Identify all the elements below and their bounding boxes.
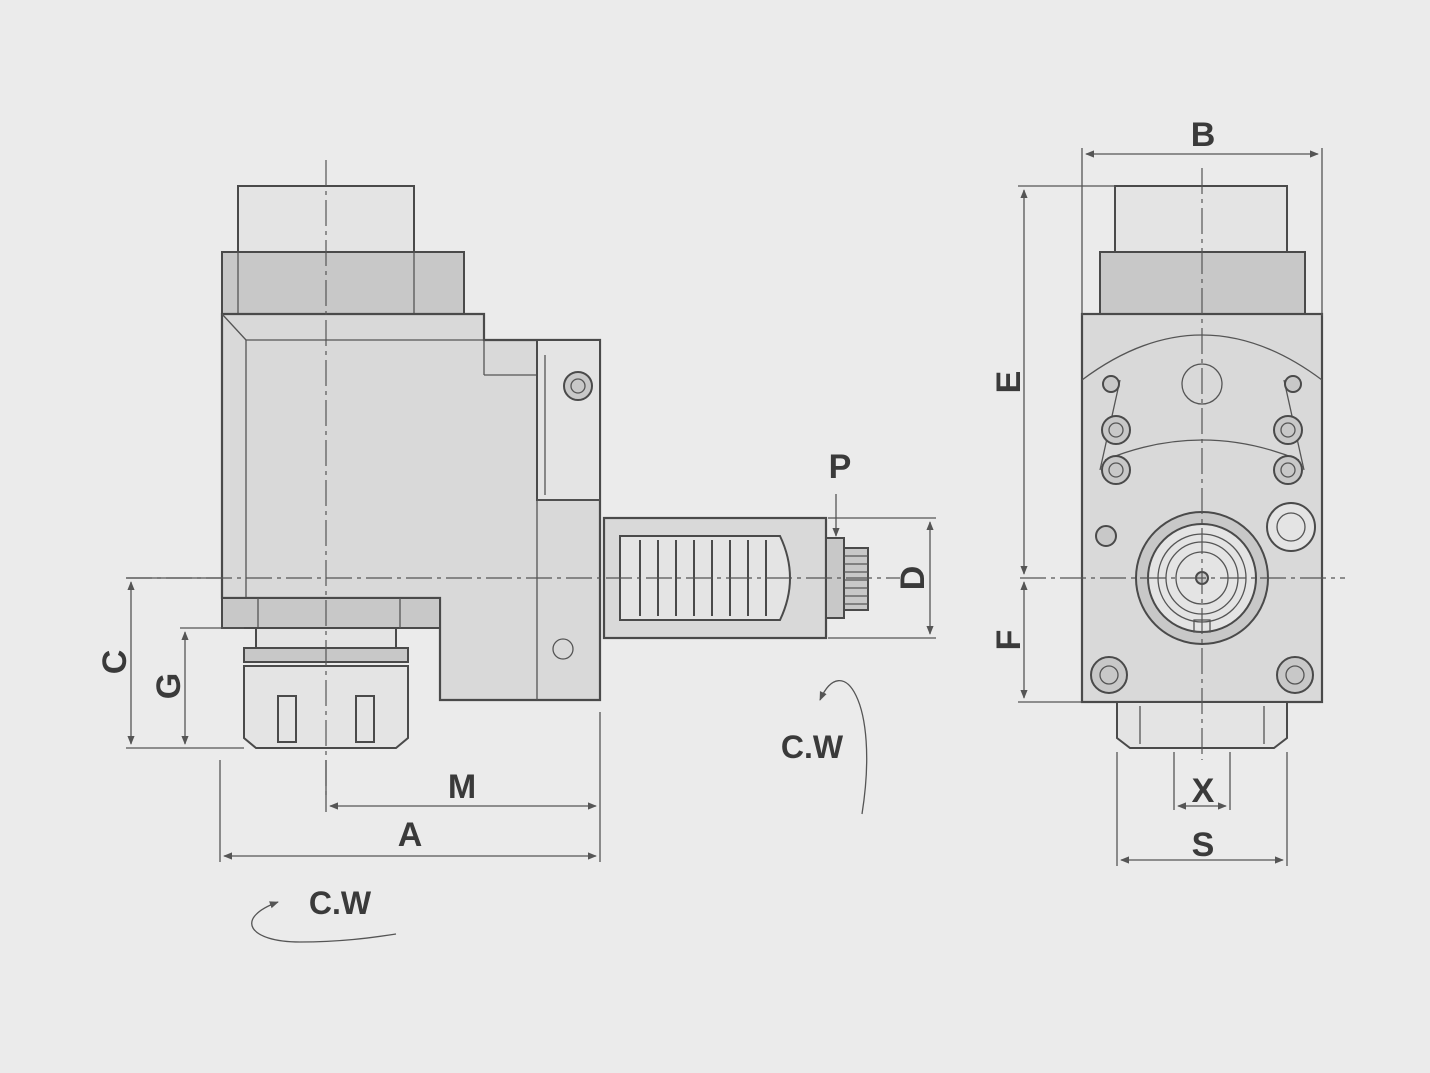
side-bottom-flange: [221, 597, 441, 629]
rotation-label-output: C.W: [781, 729, 844, 765]
front-collet-nut: [1116, 701, 1288, 749]
dimension-label-x: X: [1192, 772, 1215, 810]
dimension-label-c: C: [96, 650, 134, 675]
front-dimensions: [1018, 148, 1323, 866]
side-flange: [221, 251, 465, 315]
side-view: [126, 160, 900, 800]
output-rotation-arrow: [819, 680, 868, 815]
input-rotation-arrow: [251, 901, 397, 943]
side-dimensions: [126, 494, 936, 943]
dimension-label-d: D: [894, 566, 932, 591]
dimension-label-g: G: [150, 673, 188, 699]
dimension-label-f: F: [990, 630, 1028, 651]
rotation-label-input: C.W: [309, 885, 372, 921]
side-spindle-teeth: [843, 547, 869, 611]
dimension-label-m: M: [448, 768, 476, 806]
side-clamp-block: [536, 339, 601, 501]
front-view: [1020, 168, 1345, 760]
front-top-hole: [1181, 363, 1223, 405]
dimension-label-s: S: [1192, 826, 1215, 864]
side-screw: [563, 371, 593, 401]
front-screws: [1090, 375, 1316, 694]
side-pin-hole: [552, 638, 574, 660]
dimension-label-p: P: [829, 448, 852, 486]
side-collet-nut: [243, 665, 409, 749]
dimension-label-b: B: [1191, 116, 1216, 154]
dimension-label-a: A: [398, 816, 423, 854]
front-drive-shank: [1114, 185, 1288, 253]
dimension-label-e: E: [990, 371, 1028, 394]
